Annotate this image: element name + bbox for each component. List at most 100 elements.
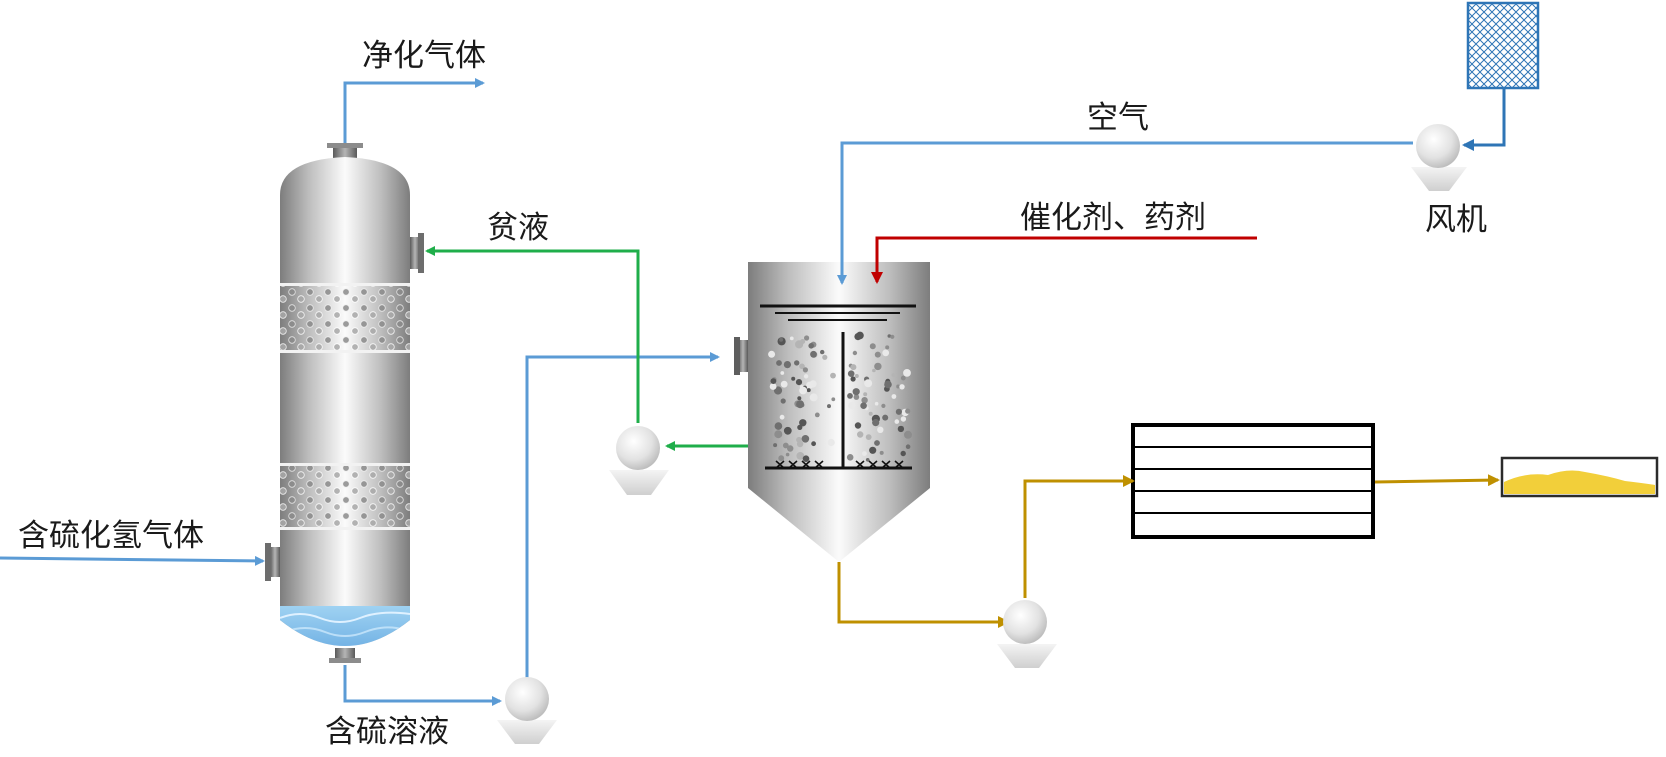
bubble bbox=[774, 422, 783, 430]
bubble bbox=[899, 384, 905, 390]
bubble bbox=[780, 371, 785, 375]
bubble bbox=[827, 438, 835, 447]
bubble bbox=[882, 414, 889, 421]
bubble bbox=[861, 397, 868, 404]
bubble bbox=[803, 374, 809, 379]
bubble bbox=[799, 363, 805, 370]
bubble bbox=[852, 388, 860, 396]
bubble bbox=[799, 419, 807, 427]
bubble bbox=[773, 386, 783, 395]
tank-side-nozzle bbox=[738, 340, 748, 372]
bubble bbox=[853, 394, 860, 400]
diffuser-nozzle bbox=[801, 460, 811, 469]
bubble bbox=[904, 430, 912, 439]
bubble bbox=[854, 333, 862, 341]
bubble bbox=[795, 340, 804, 349]
bubble bbox=[804, 335, 810, 341]
bubble bbox=[809, 393, 818, 402]
filtered-air-line bbox=[1462, 88, 1506, 151]
bubble bbox=[865, 434, 872, 440]
sulfur-cake-tray bbox=[1500, 456, 1659, 498]
bubble bbox=[776, 360, 782, 366]
bubble bbox=[897, 425, 905, 433]
bubble bbox=[863, 392, 868, 397]
sulfur-solution-label: 含硫溶液 bbox=[325, 714, 449, 750]
bubble bbox=[868, 411, 873, 416]
bubble bbox=[887, 334, 892, 338]
bubble bbox=[768, 350, 776, 358]
bubble bbox=[854, 374, 859, 378]
bubble bbox=[827, 404, 831, 409]
bubble bbox=[785, 452, 790, 457]
rich-liquid-pump bbox=[497, 677, 557, 744]
bubble bbox=[780, 380, 788, 388]
filter-cake-line bbox=[1374, 474, 1500, 487]
diffuser-nozzle bbox=[894, 460, 904, 469]
bubble bbox=[903, 369, 911, 377]
bubble bbox=[783, 361, 792, 369]
bubble bbox=[789, 336, 794, 341]
bubble bbox=[847, 370, 855, 378]
air-line bbox=[837, 141, 1413, 285]
bubble bbox=[862, 451, 867, 456]
bubble bbox=[779, 414, 785, 420]
bubble bbox=[797, 424, 803, 430]
diffuser-nozzle bbox=[855, 460, 865, 469]
bubble bbox=[896, 384, 901, 389]
bubble bbox=[774, 430, 783, 439]
bubble bbox=[801, 435, 810, 443]
lean-liquid-pump bbox=[609, 426, 669, 495]
bubble bbox=[796, 440, 804, 448]
sulfur-cake bbox=[1504, 470, 1655, 494]
bubble bbox=[874, 362, 882, 371]
slurry-line-b bbox=[1023, 475, 1135, 598]
tower-left-nozzle bbox=[270, 547, 280, 577]
bubble bbox=[884, 380, 892, 389]
bubble bbox=[900, 375, 906, 381]
bubble bbox=[808, 343, 814, 349]
blower bbox=[1411, 124, 1467, 191]
bubble bbox=[891, 373, 896, 377]
bubble bbox=[905, 444, 911, 450]
bubble bbox=[830, 372, 836, 379]
catalyst-dosing-line bbox=[871, 236, 1257, 284]
bubble bbox=[874, 351, 881, 358]
oxidation-regeneration-tank bbox=[734, 262, 930, 562]
bubble bbox=[905, 408, 911, 414]
bubble bbox=[891, 394, 897, 399]
bubble bbox=[814, 412, 820, 418]
bubble bbox=[769, 383, 777, 390]
clean-gas-line bbox=[343, 78, 485, 143]
h2s-gas-feed-line bbox=[0, 555, 265, 566]
bubble bbox=[850, 364, 857, 371]
bubble bbox=[895, 408, 903, 415]
bubble bbox=[860, 402, 867, 410]
bubble bbox=[865, 458, 870, 462]
bubble bbox=[850, 376, 856, 382]
lean-liquid-label: 贫液 bbox=[487, 210, 549, 246]
sulfur-solution-line-a bbox=[343, 665, 502, 706]
diffuser-nozzle bbox=[788, 460, 798, 469]
bubble bbox=[796, 400, 805, 409]
bubble bbox=[857, 431, 864, 438]
diffuser-nozzle bbox=[814, 460, 824, 469]
bubble bbox=[773, 443, 778, 448]
bubble bbox=[794, 360, 800, 366]
bubble bbox=[882, 349, 890, 357]
aeration-bubbles bbox=[768, 331, 912, 463]
bubble bbox=[810, 350, 817, 358]
bubble bbox=[797, 396, 802, 401]
bubble bbox=[796, 452, 805, 460]
bubble bbox=[894, 419, 900, 424]
diffuser-nozzle bbox=[868, 460, 878, 469]
packing-bed-upper bbox=[280, 285, 410, 350]
bubble bbox=[900, 416, 907, 422]
bubble bbox=[783, 426, 792, 435]
bubble bbox=[890, 334, 895, 339]
absorption-tower bbox=[265, 143, 424, 663]
bubble bbox=[802, 455, 810, 463]
bubble bbox=[881, 403, 886, 408]
packing-bed-lower bbox=[280, 465, 410, 527]
catalyst-label: 催化剂、药剂 bbox=[1020, 200, 1206, 236]
